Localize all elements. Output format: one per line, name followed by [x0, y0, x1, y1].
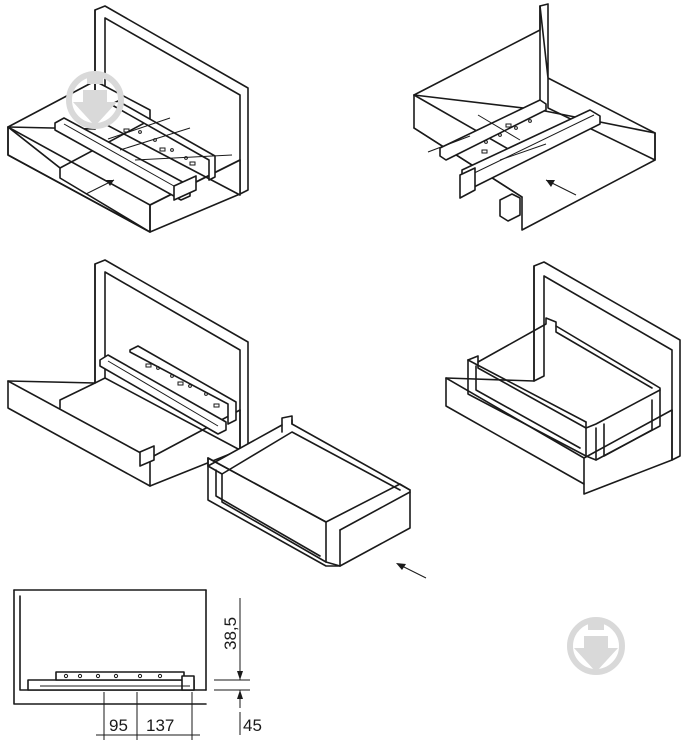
installed-drawer	[467, 317, 661, 461]
runner-rail-3	[99, 345, 237, 435]
step-1-cabinet	[7, 5, 249, 233]
runner-section	[27, 671, 195, 691]
insert-arrow-icon	[396, 563, 406, 570]
download-shield-icon	[66, 71, 124, 129]
dimension-height-label: 38,5	[221, 617, 240, 650]
step-3-cabinet	[7, 259, 249, 487]
drawer-box	[207, 415, 411, 567]
step-4-cabinet	[445, 261, 681, 495]
step-2-cabinet	[413, 3, 656, 231]
dimension-mid-offset-label: 137	[146, 716, 174, 735]
section-view: 38,5 95 137 45	[13, 589, 262, 740]
dimension-bottom-offset-label: 45	[243, 716, 262, 735]
download-shield-icon	[567, 617, 625, 675]
dimension-left-offset-label: 95	[109, 716, 128, 735]
